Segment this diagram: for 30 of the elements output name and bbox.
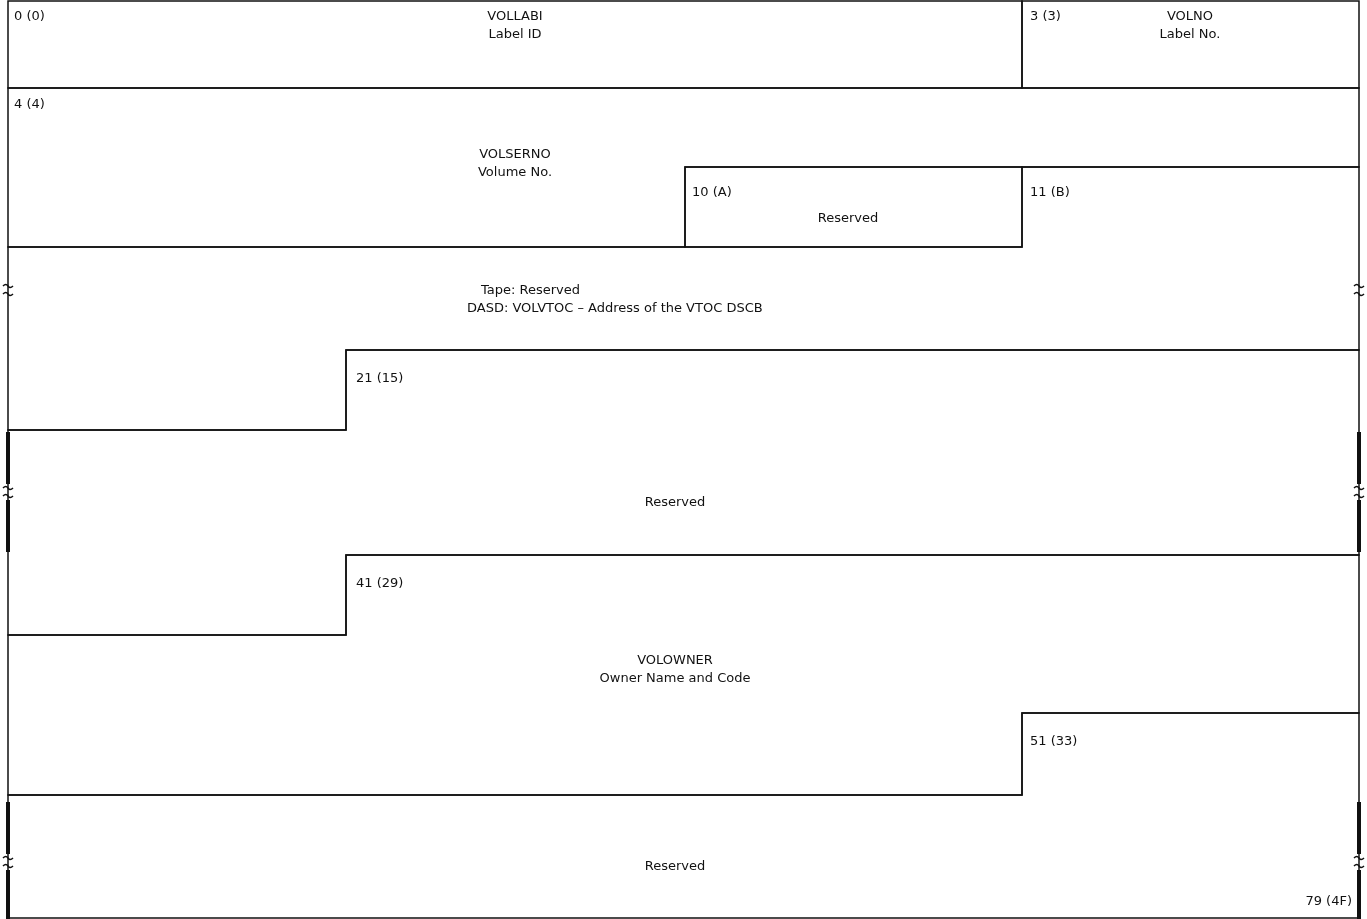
field-description: Owner Name and Code: [599, 670, 751, 686]
offset-label: 10 (A): [692, 184, 732, 200]
record-field: [8, 350, 1359, 635]
record-field: [8, 167, 1359, 430]
field-description: Label ID: [488, 26, 542, 42]
field-description: Label No.: [1159, 26, 1221, 42]
record-field: [685, 167, 1022, 247]
record-field: [8, 1, 1022, 88]
offset-label: 0 (0): [14, 8, 45, 24]
record-field: [1022, 1, 1359, 88]
field-name: VOLNO: [1166, 8, 1214, 24]
field-description: Reserved: [644, 494, 706, 510]
field-name: VOLLABI: [487, 8, 543, 24]
end-offset-label: 79 (4F): [1305, 893, 1352, 909]
offset-label: 3 (3): [1030, 8, 1061, 24]
offset-label: 21 (15): [356, 370, 404, 386]
field-description: Reserved: [644, 858, 706, 874]
offset-label: 51 (33): [1030, 733, 1078, 749]
field-description: Tape: Reserved: [481, 282, 581, 298]
field-name: VOLOWNER: [637, 652, 713, 668]
field-name: VOLSERNO: [479, 146, 551, 162]
field-description: Reserved: [817, 210, 879, 226]
record-field: [8, 88, 1359, 247]
offset-label: 11 (B): [1030, 184, 1070, 200]
field-description: Volume No.: [477, 164, 553, 180]
offset-label: 41 (29): [356, 575, 404, 591]
offset-label: 4 (4): [14, 96, 45, 112]
field-description: DASD: VOLVTOC – Address of the VTOC DSCB: [467, 300, 763, 316]
record-field: [8, 713, 1359, 918]
record-field: [8, 555, 1359, 795]
